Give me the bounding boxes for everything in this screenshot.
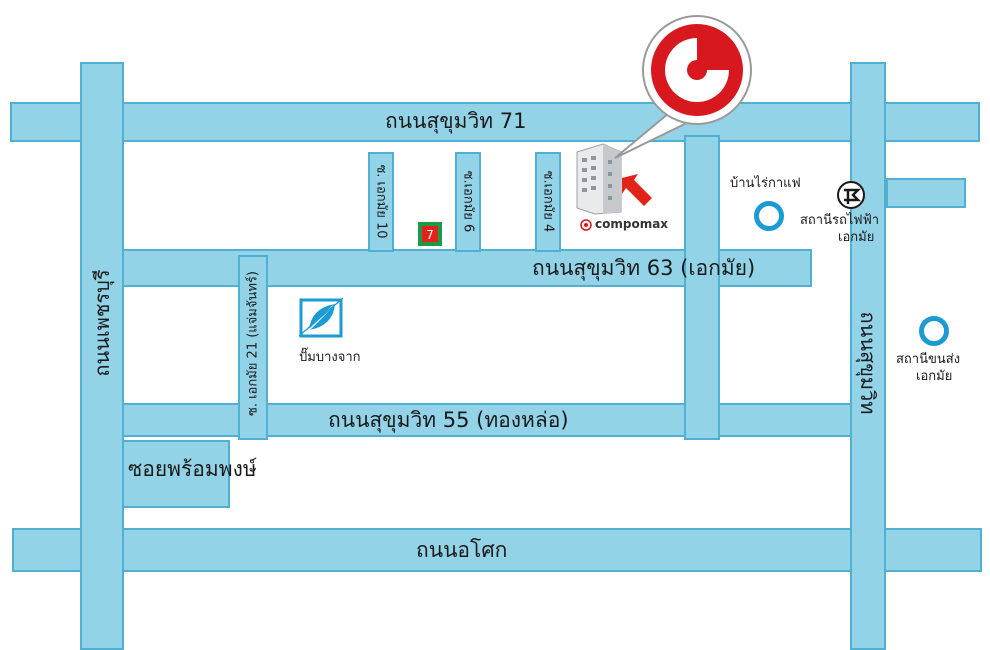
seven-eleven-icon: 7	[418, 222, 442, 246]
label-sukhumvit-63: ถนนสุขุมวิท 63 (เอกมัย)	[532, 256, 756, 280]
road-phetchaburi	[80, 62, 124, 650]
compomax-label: compomax	[595, 217, 669, 231]
road-sukhumvit	[850, 62, 886, 650]
label-sukhumvit: ถนนสุขุมวิท	[856, 311, 880, 415]
road-ekkamai-10	[368, 152, 394, 252]
label-bts-ekkamai-line2: เอกมัย	[838, 230, 875, 245]
label-bus-terminal-line1: สถานีขนส่ง	[896, 352, 961, 367]
road-ekkamai-6	[455, 152, 481, 252]
compomax-logo-icon	[580, 219, 592, 231]
label-sukhumvit-55: ถนนสุขุมวิท 55 (ทองหล่อ)	[328, 408, 569, 432]
bangchak-logo-icon	[298, 297, 344, 338]
station-ring-icon	[919, 316, 949, 346]
station-ring-icon	[754, 201, 784, 231]
label-bus-terminal-line2: เอกมัย	[916, 369, 953, 384]
label-sukhumvit-71: ถนนสุขุมวิท 71	[385, 109, 527, 133]
road-east-branch	[886, 178, 966, 208]
building-icon	[576, 143, 622, 215]
label-pump-bangchak: ปั๊มบางจาก	[299, 350, 361, 365]
label-ekkamai-10: ซ. เอกมัย 10	[373, 164, 389, 239]
svg-text:7: 7	[426, 228, 434, 242]
label-baan-rai-kafae: บ้านไร่กาแฟ	[730, 176, 801, 191]
road-ekkamai-4	[535, 152, 561, 252]
road-ekkamai-21	[238, 255, 268, 440]
label-rama-4: ถนนอโศก	[416, 538, 508, 562]
label-ekkamai-4: ซ.เอกมัย 4	[540, 170, 556, 233]
red-arrow-icon	[622, 174, 652, 206]
label-ekkamai-21: ซ. เอกมัย 21 (แจ่มจันทร์)	[245, 271, 261, 416]
label-bts-ekkamai-line1: สถานีรถไฟฟ้า	[800, 213, 880, 228]
road-sukhumvit-71	[10, 102, 980, 142]
road-rama-4	[12, 528, 982, 572]
road-connector	[684, 135, 720, 440]
map-pin-logo-icon	[614, 15, 752, 159]
road-sukhumvit-55	[82, 403, 882, 437]
label-phetchaburi: ถนนเพชรบุรี	[90, 269, 114, 377]
bts-logo-icon	[837, 181, 865, 209]
label-ekkamai-6: ซ.เอกมัย 6	[460, 170, 476, 233]
label-soi-phrom-phong: ซอยพร้อมพงษ์	[128, 457, 257, 481]
